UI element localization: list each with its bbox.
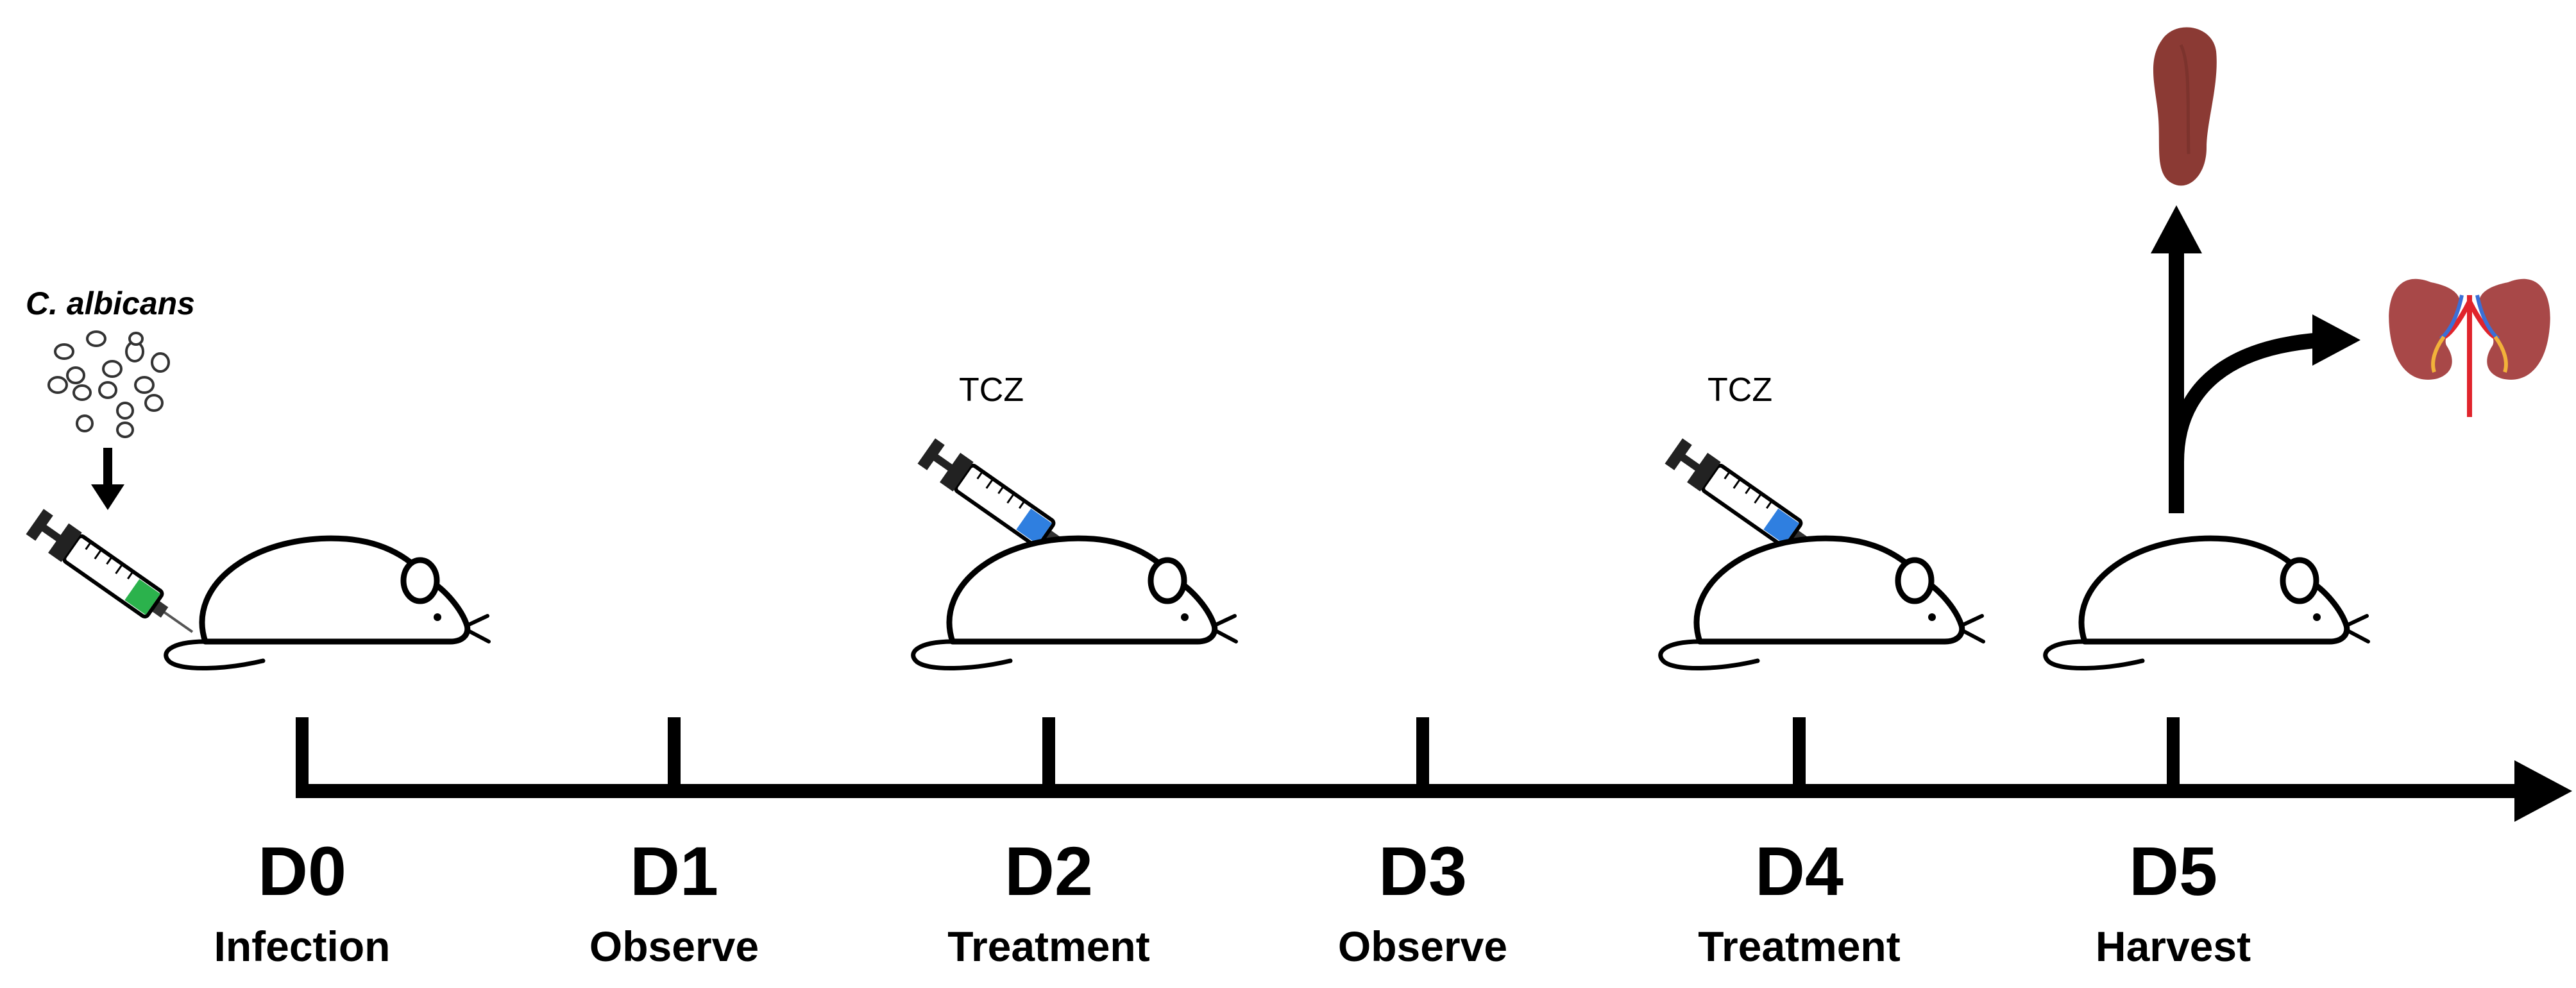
infection-syringe-icon — [24, 507, 203, 647]
day-label-d4: D4 — [1755, 832, 1843, 910]
phase-label-d3: Observe — [1338, 923, 1507, 970]
day-label-d5: D5 — [2129, 832, 2217, 910]
yeast-cells-icon — [47, 330, 170, 438]
timeline-arrowhead — [2514, 760, 2572, 822]
timeline-ticks — [296, 717, 2180, 798]
mouse-icon — [913, 538, 1236, 668]
day-label-d1: D1 — [630, 832, 718, 910]
drug-label-d2: TCZ — [959, 371, 1024, 409]
infection-arrowhead — [91, 484, 124, 510]
phase-label-d1: Observe — [589, 923, 759, 970]
treatment-syringe-icon — [916, 436, 1094, 576]
spleen-icon — [2153, 27, 2217, 186]
mouse-icon — [2046, 538, 2368, 668]
mouse-icon — [166, 538, 489, 668]
phase-label-d5: Harvest — [2096, 923, 2251, 970]
day-label-d3: D3 — [1378, 832, 1467, 910]
harvest-arrow-right-head — [2312, 314, 2360, 366]
phase-label-d0: Infection — [214, 923, 391, 970]
phase-label-d2: Treatment — [947, 923, 1149, 970]
harvest-arrow-up-head — [2151, 205, 2202, 253]
pathogen-label: C. albicans — [26, 285, 195, 321]
drug-label-d4: TCZ — [1707, 371, 1772, 409]
day-label-d2: D2 — [1004, 832, 1093, 910]
treatment-syringe-icon — [1663, 436, 1842, 576]
mouse-icon — [1661, 538, 1983, 668]
phase-label-d4: Treatment — [1698, 923, 1900, 970]
kidney-icon — [2389, 278, 2550, 417]
harvest-arrow-right — [2169, 332, 2323, 463]
day-label-d0: D0 — [258, 832, 346, 910]
